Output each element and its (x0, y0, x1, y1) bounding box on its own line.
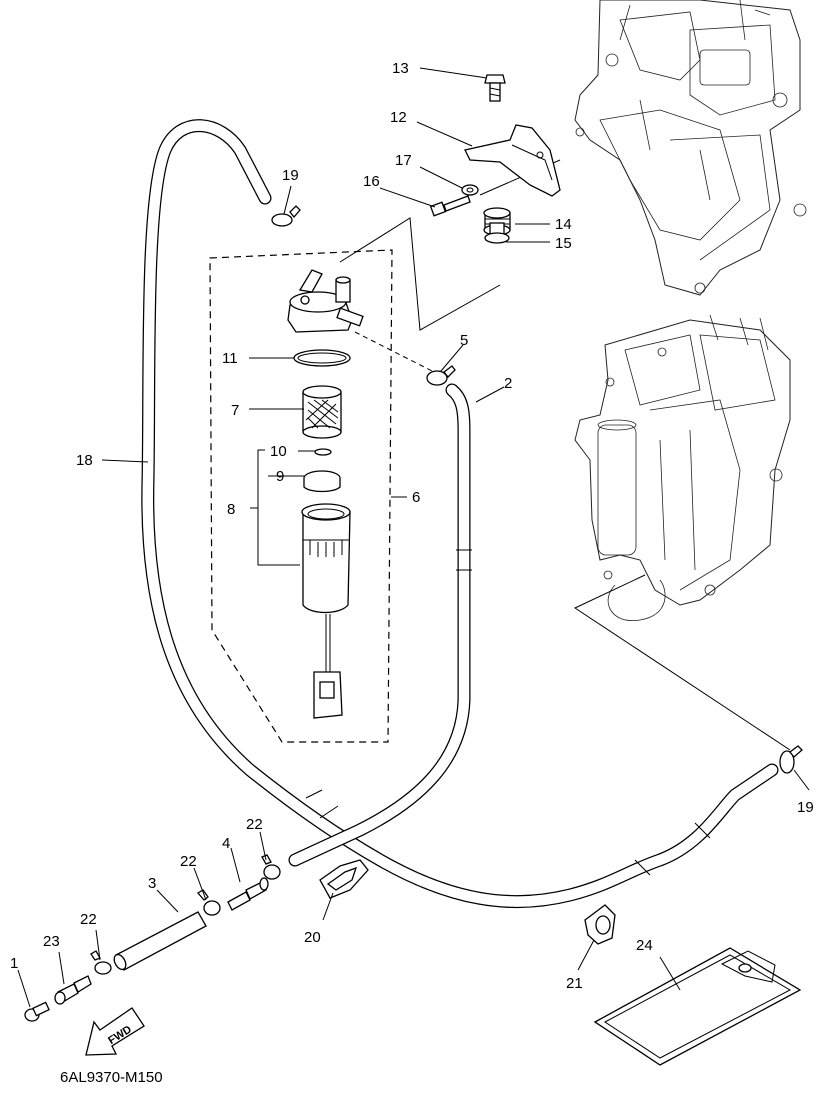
callout-18: 18 (76, 452, 93, 469)
clamp-19-bottom (779, 745, 803, 774)
connector-4 (227, 877, 269, 911)
filter-element (302, 385, 342, 439)
callout-numbers: 1 2 3 4 5 6 7 8 9 10 11 12 13 14 15 16 1… (10, 60, 814, 992)
fwd-arrow: FWD (85, 1007, 145, 1056)
hose-2 (288, 383, 472, 867)
callout-17: 17 (395, 152, 412, 169)
clamp-22-b (197, 889, 221, 916)
o-ring (293, 349, 351, 367)
engine-lower-block (574, 314, 791, 622)
screw-1 (24, 1001, 50, 1022)
callout-leaders (17, 67, 810, 1008)
clamp-19-top (271, 205, 301, 227)
filter-head (287, 269, 364, 333)
bolt-16 (429, 195, 471, 217)
filter-cup (301, 503, 351, 719)
hose-3 (113, 911, 207, 971)
callout-2: 2 (504, 375, 512, 392)
callout-9: 9 (276, 468, 284, 485)
collar-15 (484, 222, 510, 244)
callout-23: 23 (43, 933, 60, 950)
callout-24: 24 (636, 937, 653, 954)
filter-assembly-boundary (209, 249, 393, 743)
plate-24 (593, 947, 802, 1066)
callout-16: 16 (363, 173, 380, 190)
callout-10: 10 (270, 443, 287, 460)
fitting-23 (54, 975, 92, 1005)
clamp-22-c (261, 854, 281, 880)
callout-8: 8 (227, 501, 235, 518)
callout-22-b: 22 (180, 853, 197, 870)
bracket-12 (464, 124, 561, 197)
callout-22-c: 22 (246, 816, 263, 833)
clip-21 (584, 904, 616, 945)
washer-17 (461, 184, 479, 196)
engine-upper-block (574, 0, 807, 296)
callout-13: 13 (392, 60, 409, 77)
holder-20 (319, 859, 369, 899)
float (303, 470, 341, 493)
hose-18 (141, 119, 779, 909)
callout-5: 5 (460, 332, 468, 349)
diagram-code: 6AL9370-M150 (60, 1069, 163, 1086)
callout-6: 6 (412, 489, 420, 506)
callout-12: 12 (390, 109, 407, 126)
callout-20: 20 (304, 929, 321, 946)
callout-4: 4 (222, 835, 230, 852)
callout-19-bottom: 19 (797, 799, 814, 816)
engine-connector-leader (573, 574, 791, 751)
callout-3: 3 (148, 875, 156, 892)
callout-19-top: 19 (282, 167, 299, 184)
bolt-13 (484, 74, 506, 102)
callout-1: 1 (10, 955, 18, 972)
clamp-22-a (90, 950, 112, 975)
callout-14: 14 (555, 216, 572, 233)
callout-15: 15 (555, 235, 572, 252)
callout-11: 11 (222, 350, 238, 367)
clamp-5 (426, 365, 456, 386)
callout-22-a: 22 (80, 911, 97, 928)
small-o-ring (314, 448, 332, 456)
callout-7: 7 (231, 402, 239, 419)
callout-21: 21 (566, 975, 583, 992)
